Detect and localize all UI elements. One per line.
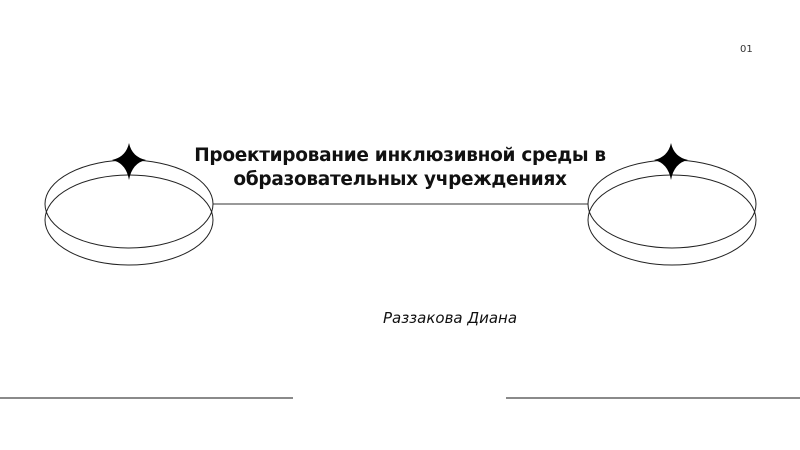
title-line-1: Проектирование инклюзивной среды в xyxy=(194,145,606,166)
page-number: 01 xyxy=(740,44,753,55)
left-star-icon xyxy=(112,143,146,180)
right-star-icon xyxy=(654,143,688,180)
title-line-2: образовательных учреждениях xyxy=(233,169,567,190)
slide-title: Проектирование инклюзивной среды в образ… xyxy=(180,144,620,192)
author-name: Раззакова Диана xyxy=(382,309,518,327)
